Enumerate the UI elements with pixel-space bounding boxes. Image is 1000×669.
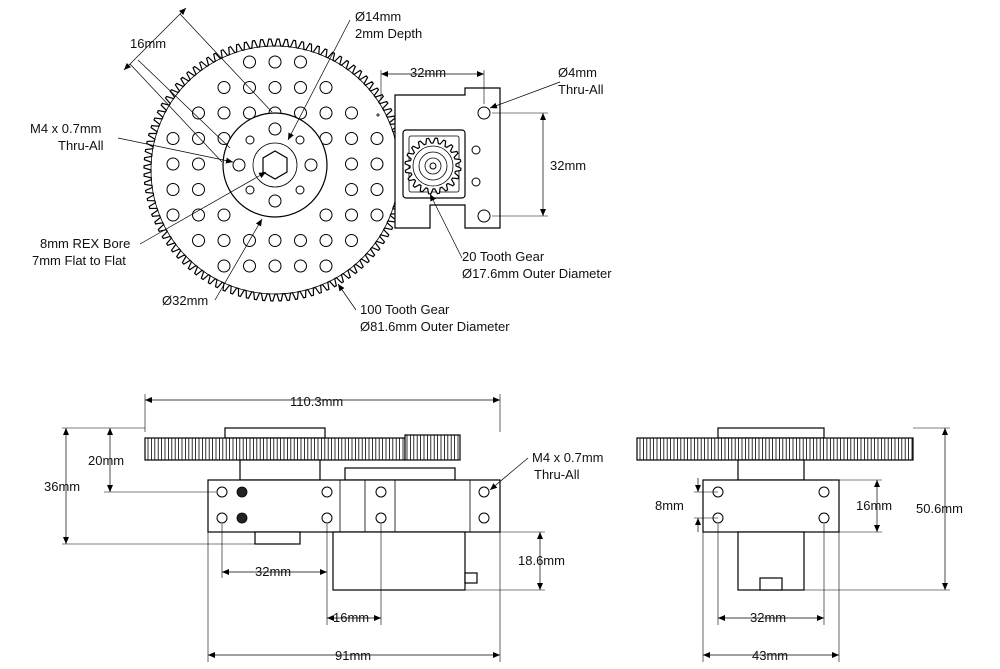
gear-hole [319,81,333,94]
callout-4mm: Ø4mm [558,65,597,80]
callout-thru-all-a: Thru-All [558,82,604,97]
front-view: 110.3mm 20mm [44,394,604,663]
side-dim-32mm: 32mm [750,610,786,625]
dim-18-6mm: 18.6mm [518,553,565,568]
gear-hole [243,259,256,273]
gear-hole [345,132,358,145]
callout-thru-all-b: Thru-All [58,138,104,153]
side-dim-50-6mm: 50.6mm [916,501,963,516]
callout-32mm-v: 32mm [550,158,586,173]
callout-flat: 7mm Flat to Flat [32,253,126,268]
front-dim-32mm: 32mm [255,564,291,579]
hub-inner-circle [252,142,298,188]
side-dim-16mm: 16mm [856,498,892,513]
callout-32mm-h: 32mm [410,65,446,80]
gear-hole [217,208,231,222]
top-view: Ø14mm 2mm Depth 16mm 32mm Ø4mm Thru-All … [30,7,612,334]
gear-hole [166,208,180,222]
front-holes [216,486,490,524]
dim-20mm: 20mm [88,453,124,468]
callout-20-od: Ø17.6mm Outer Diameter [462,266,612,281]
side-channel [702,479,840,533]
gear-hole [370,132,384,145]
gear-hole [243,55,256,69]
gear-hole [217,234,231,247]
gear-hole [370,157,384,171]
gear-hole [192,132,205,145]
gear-hole [345,106,358,120]
gear-hole [217,81,231,94]
front-gear-teeth [147,438,404,460]
side-view: 8mm 16mm 50.6mm 32mm 43mm [636,427,963,663]
dim-36mm: 36mm [44,479,80,494]
gear-hole [319,234,333,247]
gear-hole [192,157,205,171]
gear-hole [268,55,282,69]
callout-2mm-depth: 2mm Depth [355,26,422,41]
callout-100-tooth: 100 Tooth Gear [360,302,450,317]
gear-hole [370,183,384,196]
callout-32mm-dia: Ø32mm [162,293,208,308]
gear-hole [192,234,205,247]
gear-hole [345,157,358,171]
gear-hole [345,183,358,196]
gear-hole [294,234,307,247]
gear-hole [192,106,205,120]
gear-hole [166,183,180,196]
gear-hole [345,234,358,247]
callout-20-tooth: 20 Tooth Gear [462,249,545,264]
gear-hole [192,183,205,196]
callout-16mm: 16mm [130,36,166,51]
hub-bolt-holes [232,122,318,208]
dim-110-3mm: 110.3mm [290,394,343,409]
front-dim-16mm: 16mm [333,610,369,625]
gear-hole [166,132,180,145]
side-dim-43mm: 43mm [752,648,788,663]
dim-91mm: 91mm [335,648,371,663]
gear-hole [294,81,307,94]
front-servo [332,531,466,591]
gear-hole [294,259,307,273]
gear-hole [294,55,307,69]
gear-hole [268,81,282,94]
gear-hole [268,234,282,247]
front-callout-m4: M4 x 0.7mm [532,450,604,465]
front-callout-thru-all: Thru-All [534,467,580,482]
gear-hole [217,259,231,273]
bracket-holes [471,106,491,223]
side-dim-8mm: 8mm [655,498,684,513]
callout-rex-bore: 8mm REX Bore [40,236,130,251]
gear-hole [319,208,333,222]
gear-hole [319,259,333,273]
gear-hole [319,106,333,120]
rex-bore-hex [262,150,288,180]
front-channel [207,479,501,533]
callout-100-od: Ø81.6mm Outer Diameter [360,319,510,334]
gear-hole [166,157,180,171]
callout-m4: M4 x 0.7mm [30,121,102,136]
gear-hole [370,208,384,222]
gear-hole [345,208,358,222]
callout-14mm: Ø14mm [355,9,401,24]
gear-hole [217,106,231,120]
gear-hole [268,259,282,273]
